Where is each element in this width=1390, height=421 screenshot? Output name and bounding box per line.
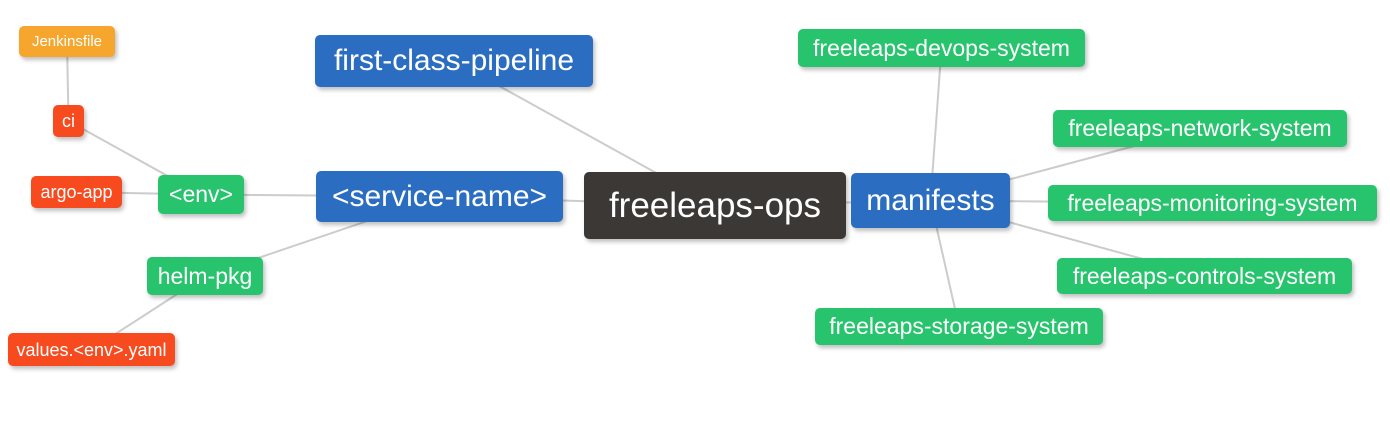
mindmap-node-service-name[interactable]: <service-name> bbox=[316, 171, 563, 222]
mindmap-node-argo-app[interactable]: argo-app bbox=[31, 176, 122, 208]
mindmap-node-freeleaps-monitoring-system[interactable]: freeleaps-monitoring-system bbox=[1048, 185, 1377, 221]
mindmap-node-env[interactable]: <env> bbox=[158, 175, 244, 214]
mindmap-node-values-env-yaml[interactable]: values.<env>.yaml bbox=[8, 333, 175, 366]
mindmap-node-ci[interactable]: ci bbox=[53, 105, 84, 137]
mindmap-node-freeleaps-ops[interactable]: freeleaps-ops bbox=[584, 172, 846, 239]
mindmap-node-freeleaps-controls-system[interactable]: freeleaps-controls-system bbox=[1057, 258, 1352, 294]
mindmap-node-freeleaps-devops-system[interactable]: freeleaps-devops-system bbox=[798, 29, 1085, 67]
mindmap-node-jenkinsfile[interactable]: Jenkinsfile bbox=[19, 26, 115, 57]
mindmap-node-freeleaps-network-system[interactable]: freeleaps-network-system bbox=[1053, 110, 1347, 147]
mindmap-node-first-class-pipeline[interactable]: first-class-pipeline bbox=[315, 35, 593, 87]
mindmap-node-manifests[interactable]: manifests bbox=[851, 173, 1010, 228]
mindmap-node-helm-pkg[interactable]: helm-pkg bbox=[147, 257, 263, 295]
mindmap-node-freeleaps-storage-system[interactable]: freeleaps-storage-system bbox=[815, 308, 1103, 345]
